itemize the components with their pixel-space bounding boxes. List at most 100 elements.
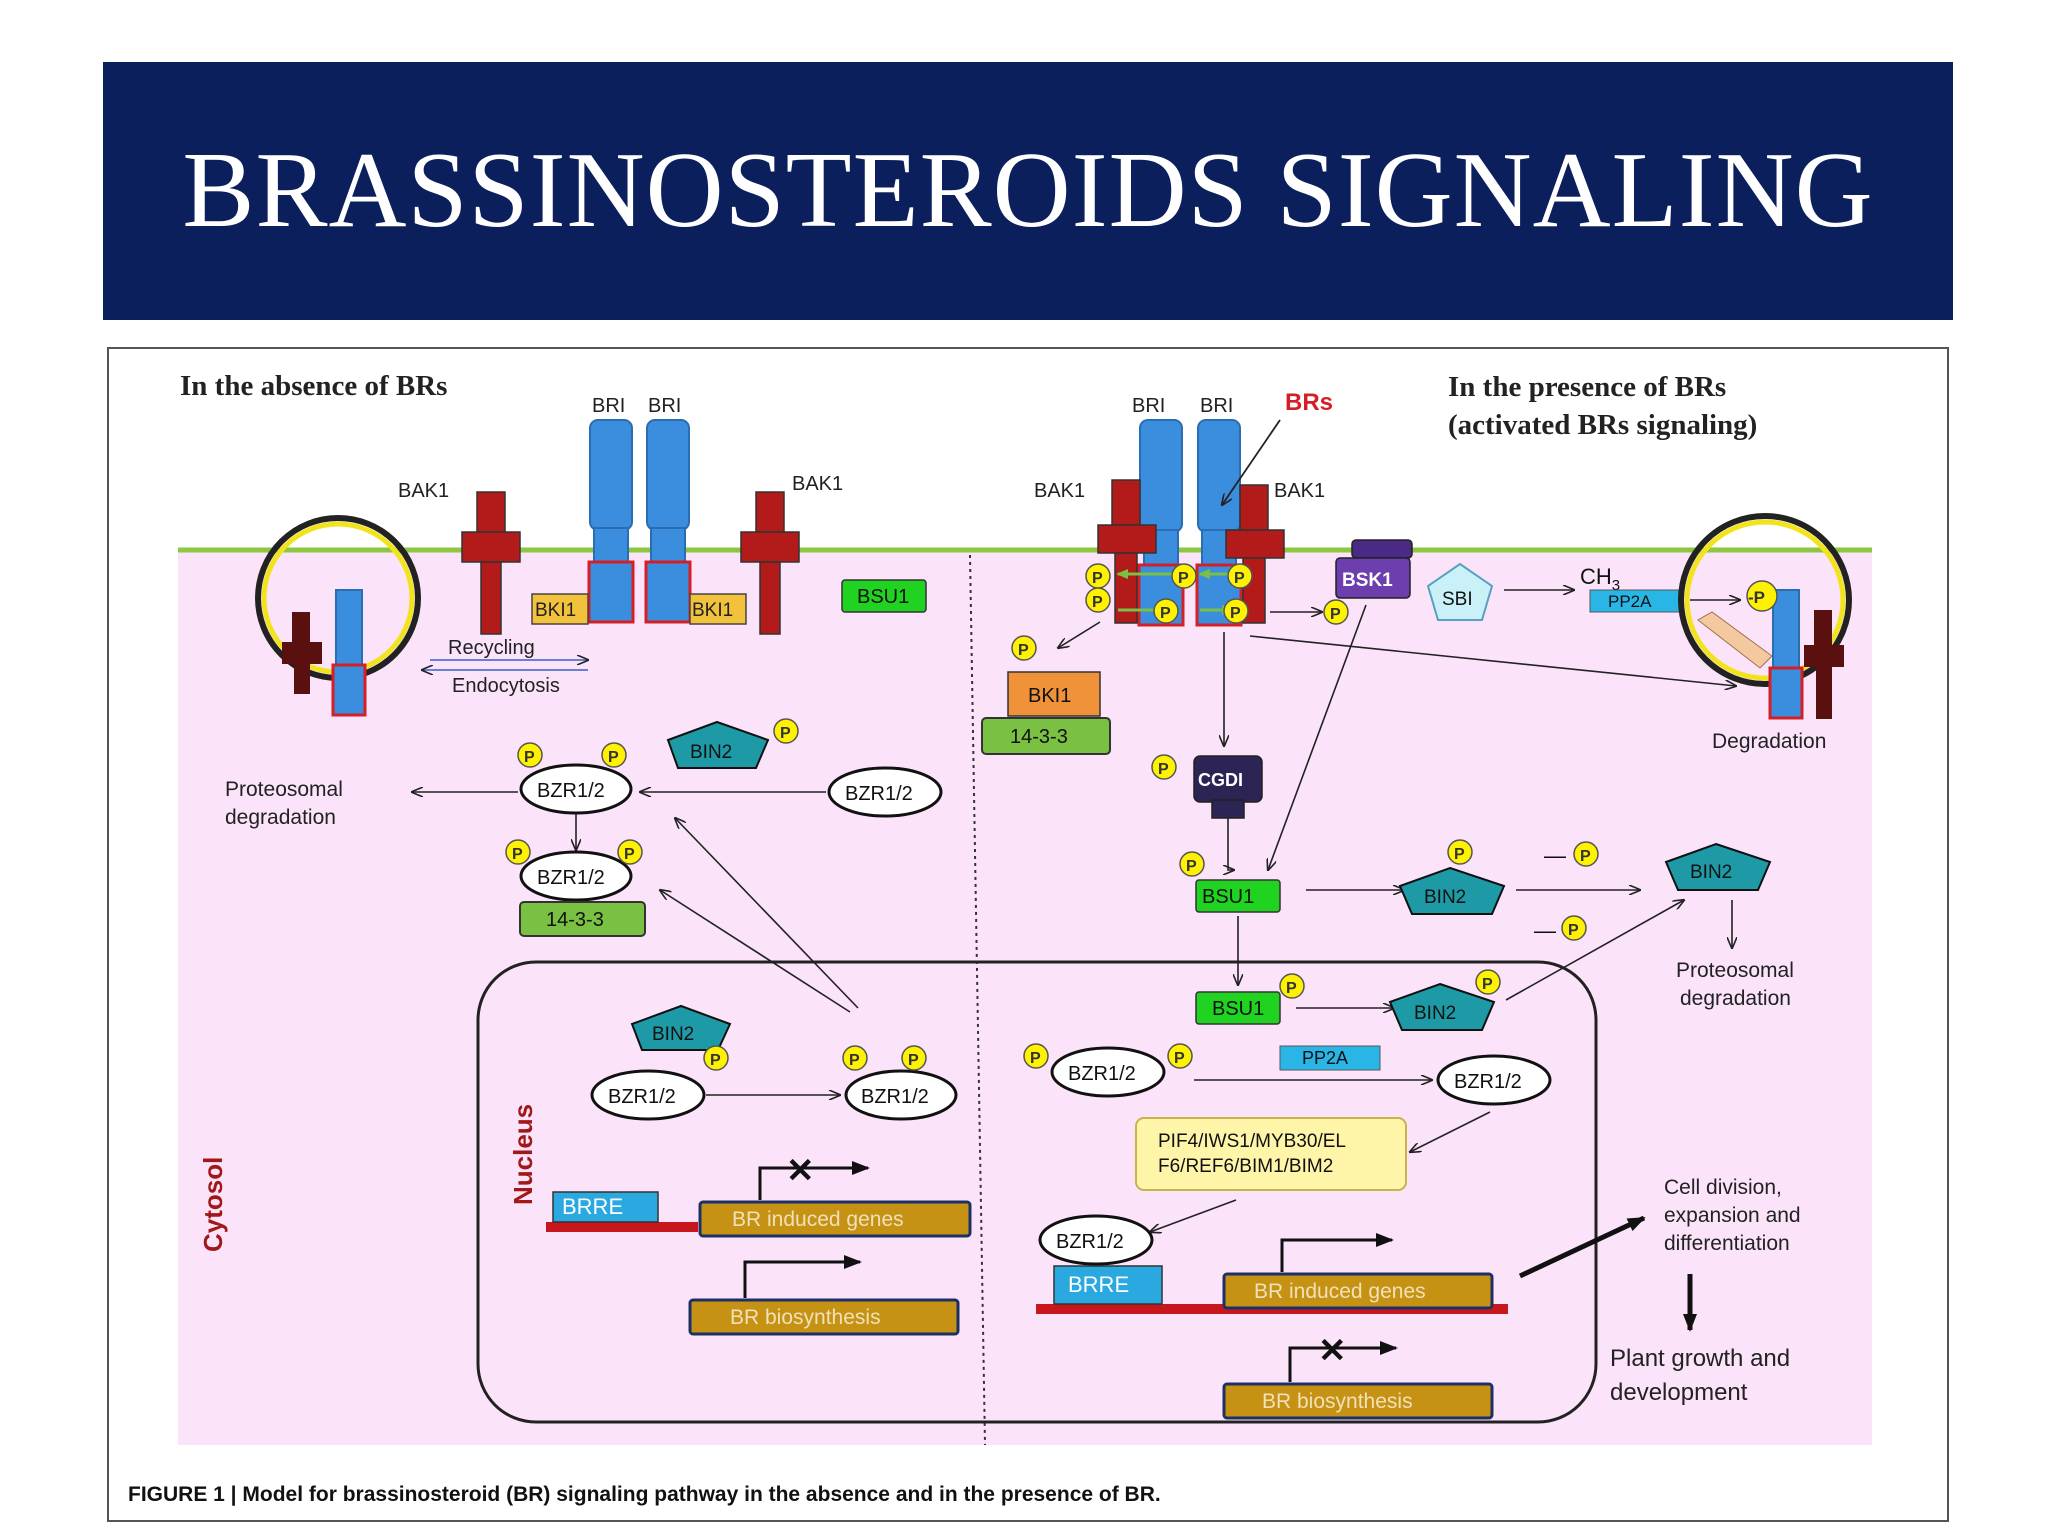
phospho-badge: P (1171, 563, 1197, 589)
bak1-label: BAK1 (792, 473, 843, 495)
bri-receptor-left-b (644, 419, 692, 624)
bin2-pentagon (1664, 842, 1772, 891)
cytosol-label: Cytosol (198, 1157, 228, 1252)
svg-text:P: P (624, 846, 635, 863)
bzr-ellipse (590, 1069, 706, 1121)
transcription-arrow-blocked (1288, 1341, 1398, 1382)
bki1-label: BKI1 (535, 600, 576, 621)
phospho-badge: P (1447, 839, 1473, 865)
endosome-right (1678, 513, 1852, 720)
phospho-badge: P (1475, 969, 1501, 995)
pp2a-box-nuclear (1279, 1045, 1381, 1071)
nucleus (476, 960, 1598, 1424)
plant-growth-label: Plant growth and (1610, 1345, 1790, 1372)
bzr-ellipse (1436, 1054, 1552, 1106)
cell-division-label: Cell division, (1664, 1176, 1782, 1199)
phospho-badge: P (1167, 1043, 1193, 1069)
bin2-label: BIN2 (1414, 1003, 1456, 1024)
figure-caption: FIGURE 1 | Model for brassinosteroid (BR… (128, 1483, 1161, 1506)
br-biosynthesis-box (688, 1298, 960, 1336)
bri-label: BRI (648, 395, 681, 417)
br-induced-genes-box (1222, 1272, 1494, 1310)
bki1-box-left-b (689, 593, 747, 625)
divider-line (969, 554, 986, 1446)
bzr-ellipse (827, 766, 943, 818)
bsu1-box-left (841, 579, 927, 613)
sbi-label: SBI (1442, 589, 1473, 610)
phospho-badge: P (842, 1045, 868, 1071)
cgdi-label: CGDI (1198, 770, 1243, 790)
bin2-pentagon (1388, 982, 1496, 1031)
bzr-label: BZR1/2 (1068, 1063, 1136, 1085)
endosome-left (255, 515, 421, 717)
arrow (1222, 419, 1281, 505)
svg-text:P: P (780, 725, 791, 742)
svg-text:P: P (849, 1052, 860, 1069)
phospho-badge: P (505, 839, 531, 865)
arrow (1228, 818, 1234, 870)
br-biosynthesis-label: BR biosynthesis (1262, 1390, 1413, 1413)
blocked-x-icon: ✕ (786, 1152, 815, 1190)
dephospho-badge: -P (1746, 580, 1778, 612)
transcription-arrow (1280, 1233, 1394, 1272)
phospho-badge: P (773, 718, 799, 744)
bri-receptor-right-b (1195, 419, 1243, 627)
bzr-ellipse (519, 763, 633, 815)
bak1-label: BAK1 (398, 480, 449, 502)
brs-label: BRs (1285, 389, 1333, 416)
svg-text:P: P (1030, 1050, 1041, 1067)
svg-text:P: P (1568, 922, 1579, 939)
phospho-badge: P (1085, 587, 1111, 613)
cgdi-box (1211, 799, 1245, 819)
brre-box (552, 1191, 659, 1223)
svg-text:P: P (512, 846, 523, 863)
arrow (1268, 604, 1367, 870)
br-biosynthesis-box (1222, 1382, 1494, 1420)
phospho-badge: P (1151, 754, 1177, 780)
bri-label: BRI (592, 395, 625, 417)
phospho-badge: P (1011, 635, 1037, 661)
svg-text:P: P (1454, 846, 1465, 863)
slide-title: BRASSINOSTEROIDS SIGNALING (182, 131, 1874, 250)
svg-text:P: P (1234, 570, 1245, 587)
svg-text:P: P (1178, 570, 1189, 587)
phospho-badge: P (1085, 563, 1111, 589)
dna-strand (546, 1222, 698, 1232)
svg-text:P: P (524, 749, 535, 766)
bin2-label: BIN2 (1424, 887, 1466, 908)
phospho-badge: P (617, 839, 643, 865)
blocked-x-icon: ✕ (1318, 1332, 1347, 1370)
bki1-box-left-a (531, 593, 589, 625)
tf-label-line1: PIF4/IWS1/MYB30/EL (1158, 1131, 1346, 1152)
svg-text:P: P (710, 1052, 721, 1069)
fourteen33-label: 14-3-3 (1010, 726, 1068, 748)
br-induced-genes-label: BR induced genes (1254, 1280, 1426, 1303)
transcription-arrow-blocked (758, 1161, 870, 1200)
arrow (675, 818, 859, 1009)
bsu1-label: BSU1 (1202, 886, 1254, 908)
sbi-pentagon (1426, 562, 1494, 621)
brre-box (1053, 1265, 1163, 1305)
svg-text:P: P (908, 1052, 919, 1069)
bzr-label: BZR1/2 (861, 1086, 929, 1108)
bin2-pentagon (630, 1004, 732, 1051)
svg-text:P: P (1092, 594, 1103, 611)
cell-expansion-label: expansion and (1664, 1204, 1801, 1227)
bzr-label: BZR1/2 (537, 867, 605, 889)
transcription-arrow (743, 1255, 862, 1298)
phospho-badge: P (1573, 841, 1599, 867)
proteosomal-label: Proteosomal (225, 778, 343, 801)
bin2-label: BIN2 (652, 1024, 694, 1045)
bki1-label: BKI1 (1028, 685, 1071, 707)
bzr-ellipse (844, 1069, 958, 1121)
arrow (1058, 621, 1101, 648)
bin2-label: BIN2 (690, 742, 732, 763)
degradation-label: degradation (1680, 987, 1791, 1010)
phospho-badge: P (1323, 599, 1349, 625)
bzr-ellipse (1038, 1214, 1154, 1266)
bri-receptor-left-a (587, 419, 635, 624)
bsu1-box-active (1195, 879, 1281, 913)
endocytosis-label: Endocytosis (452, 675, 560, 697)
heading-presence: In the presence of BRs (1448, 371, 1726, 403)
